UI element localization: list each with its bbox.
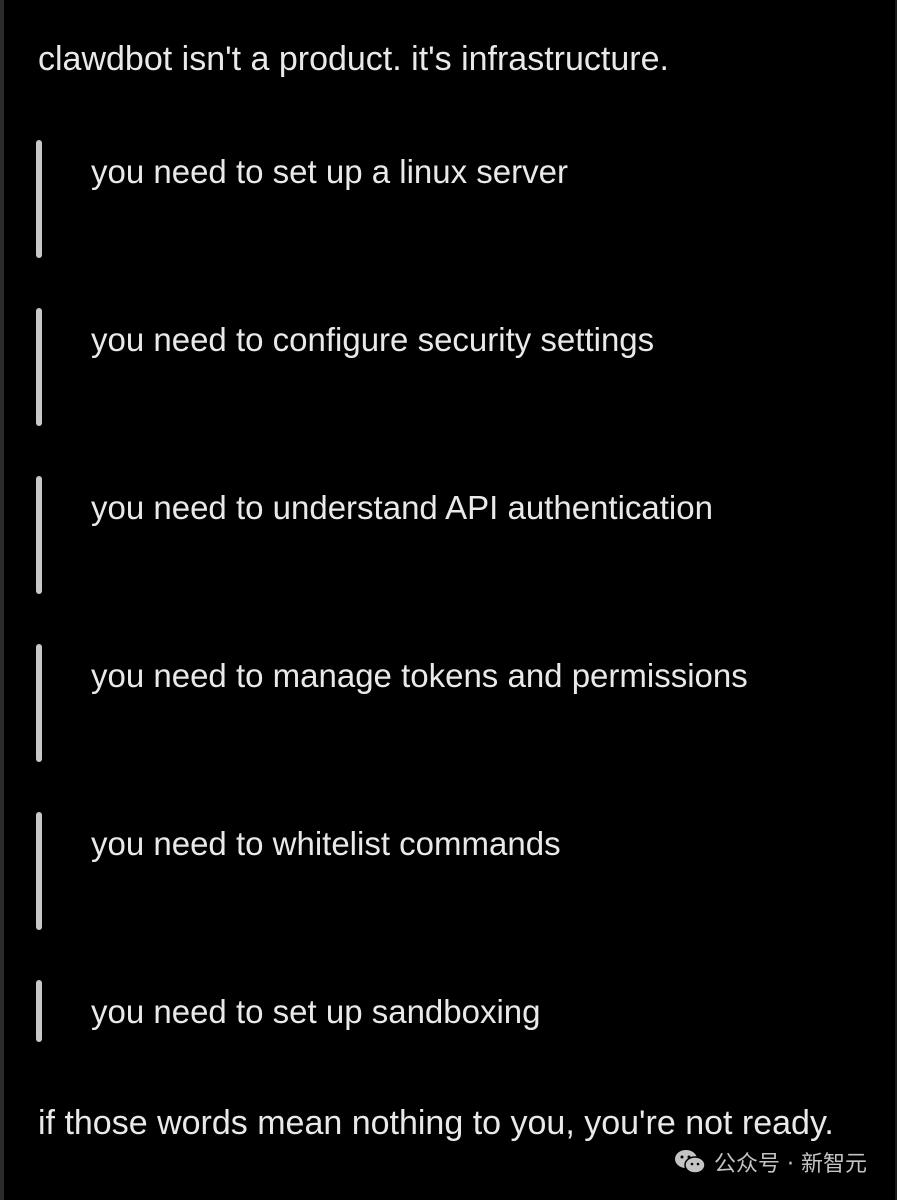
quote-bar — [36, 140, 42, 258]
intro-text: clawdbot isn't a product. it's infrastru… — [38, 40, 669, 78]
right-border — [895, 0, 897, 1200]
quote-item: you need to configure security settings — [36, 308, 856, 426]
watermark: 公众号 · 新智元 — [674, 1146, 867, 1178]
quote-text: you need to manage tokens and permission… — [91, 657, 748, 694]
quote-text: you need to understand API authenticatio… — [91, 489, 713, 526]
quote-item: you need to set up sandboxing — [36, 980, 856, 1042]
quote-item: you need to manage tokens and permission… — [36, 644, 856, 762]
quote-text: you need to configure security settings — [91, 321, 655, 358]
wechat-icon — [675, 1150, 706, 1174]
quote-bar — [36, 980, 42, 1042]
quote-item: you need to whitelist commands — [36, 812, 856, 930]
quote-bar — [36, 308, 42, 426]
quote-bar — [36, 812, 42, 930]
quote-bar — [36, 644, 42, 762]
quote-text: you need to set up a linux server — [91, 153, 568, 190]
quote-bar — [36, 476, 42, 594]
quote-item: you need to set up a linux server — [36, 140, 856, 258]
quote-text: you need to whitelist commands — [91, 825, 561, 862]
quote-text: you need to set up sandboxing — [91, 993, 541, 1030]
quote-item: you need to understand API authenticatio… — [36, 476, 856, 594]
watermark-label: 公众号 · 新智元 — [714, 1152, 867, 1177]
outro-text: if those words mean nothing to you, you'… — [38, 1104, 834, 1142]
left-border — [0, 0, 4, 1200]
